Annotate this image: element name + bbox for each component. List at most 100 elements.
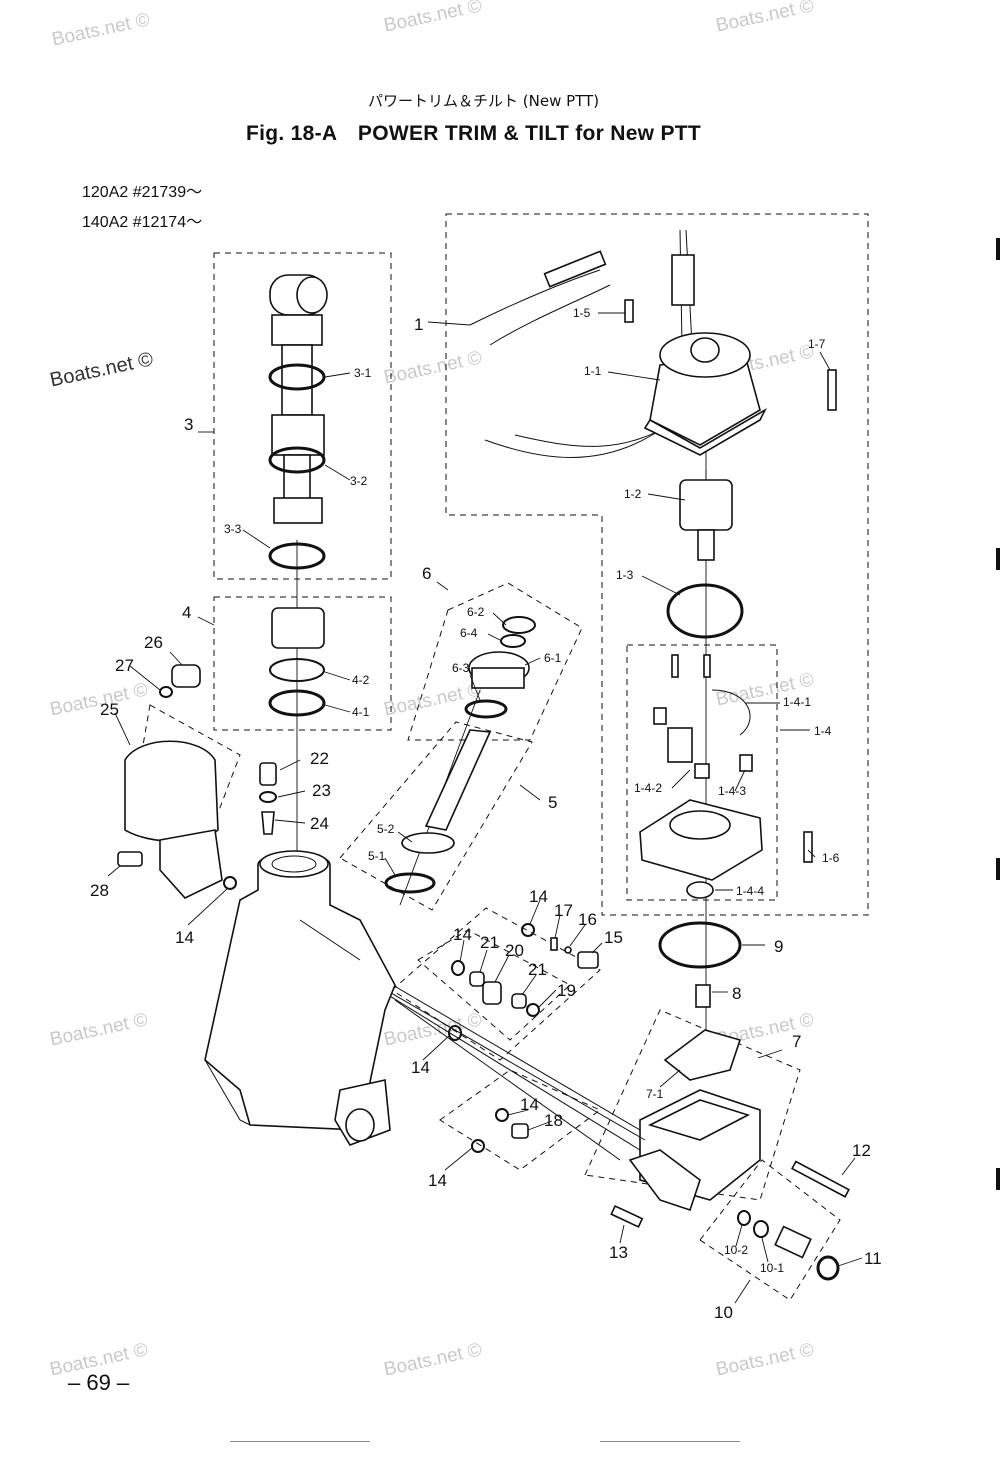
- callout-18: 18: [544, 1111, 563, 1130]
- o-ring-14: [471, 1139, 485, 1153]
- binding-mark: [996, 548, 1000, 570]
- callout-4: 4: [182, 603, 191, 622]
- plug-22: [259, 762, 277, 786]
- figure-title: Fig. 18-A POWER TRIM & TILT for New PTT: [246, 122, 702, 145]
- valve-18: [511, 1123, 529, 1139]
- callout-1-4: 1-4: [814, 724, 832, 738]
- valve-20: [482, 981, 502, 1005]
- callout-5-2: 5-2: [377, 822, 395, 836]
- leader-lines: [107, 312, 863, 1304]
- page-number: – 69 –: [68, 1370, 130, 1395]
- callout-3-3: 3-3: [224, 522, 242, 536]
- callout-21: 21: [480, 933, 499, 952]
- callout-11: 11: [864, 1249, 882, 1268]
- callout-14: 14: [529, 887, 548, 906]
- callout-1-4-4: 1-4-4: [736, 884, 764, 898]
- callout-10-1: 10-1: [760, 1261, 784, 1275]
- pump-body: [628, 1089, 761, 1212]
- footer-rule: [230, 1441, 370, 1442]
- japanese-title: パワートリム＆チルト (New PTT): [368, 92, 600, 110]
- callout-25: 25: [100, 700, 119, 719]
- footer-rule: [600, 1441, 740, 1442]
- callout-14: 14: [453, 925, 472, 944]
- model-serial-1: 120A2 #21739～: [82, 184, 203, 201]
- callout-6-1: 6-1: [544, 651, 562, 665]
- o-ring-27: [159, 686, 173, 698]
- group-box-19-21: [417, 929, 571, 1041]
- cover-25: [124, 740, 223, 899]
- callout-4-2: 4-2: [352, 673, 370, 687]
- o-ring-6-3: [464, 699, 508, 719]
- callout-6-2: 6-2: [467, 605, 485, 619]
- group-box-3: [213, 252, 392, 580]
- bolt-13: [610, 1204, 644, 1228]
- callout-labels: 1 1-1 1-2 1-3 1-4 1-4-1 1-4-2 1-4-3 1-4-…: [90, 306, 882, 1322]
- callout-19: 19: [557, 981, 576, 1000]
- callout-6-3: 6-3: [452, 661, 470, 675]
- callout-3-1: 3-1: [354, 366, 372, 380]
- callout-23: 23: [312, 781, 331, 800]
- ball-16: [564, 946, 572, 954]
- callout-21: 21: [528, 960, 547, 979]
- o-ring-3-2: [268, 446, 326, 474]
- callout-10-2: 10-2: [724, 1243, 748, 1257]
- model-serial-2: 140A2 #12174～: [82, 214, 203, 231]
- spool-21: [469, 971, 485, 987]
- group-box-6: [407, 582, 583, 741]
- bolt-28: [117, 851, 143, 867]
- callout-1-7: 1-7: [808, 337, 826, 351]
- callout-14: 14: [428, 1171, 447, 1190]
- seal-6-2: [502, 616, 536, 634]
- group-box-18: [439, 1069, 601, 1171]
- callout-17: 17: [554, 901, 573, 920]
- callout-4-1: 4-1: [352, 705, 370, 719]
- callout-1-4-2: 1-4-2: [634, 781, 662, 795]
- callout-1-1: 1-1: [584, 364, 602, 378]
- callout-3: 3: [184, 415, 193, 434]
- cap-6-1-body: [471, 667, 525, 689]
- o-ring-23: [259, 791, 277, 803]
- o-ring-9: [658, 921, 742, 969]
- o-ring-14: [451, 960, 465, 976]
- o-ring-4-2: [269, 658, 325, 682]
- o-ring-14: [223, 876, 237, 890]
- callout-24: 24: [310, 814, 329, 833]
- o-ring-14: [448, 1025, 462, 1041]
- bearing-1-4-4: [686, 881, 714, 899]
- o-ring-10-2: [737, 1210, 751, 1226]
- motor-assembly: [469, 229, 837, 458]
- spool-21: [511, 993, 527, 1009]
- o-ring-5-1: [384, 872, 436, 894]
- binding-mark: [996, 238, 1000, 260]
- valve-24: [261, 811, 275, 835]
- callout-20: 20: [505, 941, 524, 960]
- callout-3-2: 3-2: [350, 474, 368, 488]
- o-ring-14: [495, 1108, 509, 1122]
- callout-28: 28: [90, 881, 109, 900]
- callout-1-4-3: 1-4-3: [718, 784, 746, 798]
- o-ring-1-3: [666, 583, 744, 639]
- washer-6-4: [500, 634, 526, 648]
- callout-10: 10: [714, 1303, 733, 1322]
- binding-mark: [996, 858, 1000, 880]
- tilt-cylinder-rod: [269, 274, 328, 524]
- o-ring-3-1: [268, 363, 326, 391]
- callout-6: 6: [422, 564, 431, 583]
- callout-5-1: 5-1: [368, 849, 386, 863]
- spacer-26: [171, 664, 201, 688]
- callout-15: 15: [604, 928, 623, 947]
- tube-5: [424, 729, 492, 831]
- group-box-10: [699, 1159, 841, 1301]
- callout-22: 22: [310, 749, 329, 768]
- group-box-1-4: [626, 644, 778, 901]
- callout-12: 12: [852, 1141, 871, 1160]
- callout-1: 1: [414, 315, 423, 334]
- armature-1-2: [679, 470, 733, 561]
- o-ring-3-3: [268, 542, 326, 570]
- callout-1-6: 1-6: [822, 851, 840, 865]
- callout-1-5: 1-5: [573, 306, 591, 320]
- callout-6-4: 6-4: [460, 626, 478, 640]
- seal-5-2: [401, 832, 455, 854]
- callout-9: 9: [774, 937, 783, 956]
